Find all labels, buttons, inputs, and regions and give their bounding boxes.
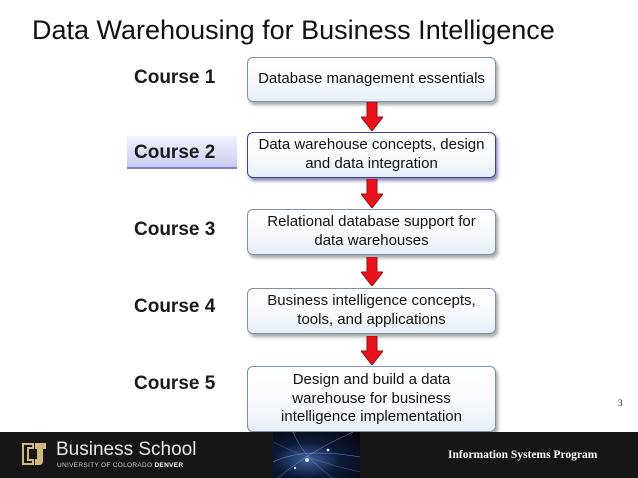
footer-sub-brand: UNIVERSITY OF COLORADO DENVER <box>57 462 184 469</box>
down-arrow-icon <box>361 179 383 208</box>
down-arrow-icon <box>361 257 383 286</box>
course-5-label: Course 5 <box>134 373 216 394</box>
course-3-description: Relational database support for data war… <box>267 213 476 249</box>
course-2-box: Data warehouse concepts, design and data… <box>247 132 496 178</box>
course-1-description: Database management essentials <box>258 70 485 88</box>
course-4-box: Business intelligence concepts, tools, a… <box>247 288 496 334</box>
course-5-box: Design and build a data warehouse for bu… <box>247 366 496 432</box>
cu-logo-icon <box>22 443 46 465</box>
course-1-label: Course 1 <box>134 67 216 88</box>
course-3-label: Course 3 <box>134 219 216 240</box>
course-4-label: Course 4 <box>134 296 216 317</box>
down-arrow-icon <box>361 336 383 365</box>
network-image <box>273 432 360 478</box>
course-2-label: Course 2 <box>134 142 216 163</box>
course-4-description: Business intelligence concepts, tools, a… <box>267 292 476 328</box>
footer-brand: Business School <box>56 439 197 460</box>
page-number: 3 <box>618 398 623 408</box>
footer-program: Information Systems Program <box>448 449 598 461</box>
course-5-description: Design and build a data warehouse for bu… <box>281 370 462 426</box>
slide-title: Data Warehousing for Business Intelligen… <box>32 15 555 45</box>
course-3-box: Relational database support for data war… <box>247 209 496 255</box>
down-arrow-icon <box>361 102 383 131</box>
course-1-box: Database management essentials <box>247 57 496 102</box>
course-2-description: Data warehouse concepts, design and data… <box>258 136 485 172</box>
course-2-highlight <box>127 136 237 169</box>
